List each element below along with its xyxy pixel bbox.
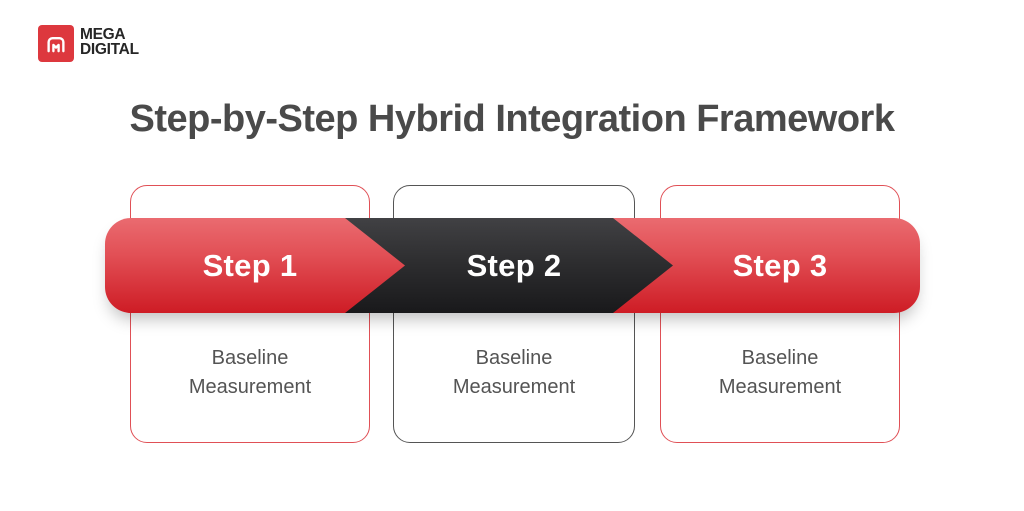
arrow-band: Step 1 Step 2 Step 3 [105,218,920,313]
brand-logo: MEGA DIGITAL [38,25,139,62]
mega-digital-logo-icon [38,25,74,62]
page-title: Step-by-Step Hybrid Integration Framewor… [129,98,895,140]
brand-name-line2: DIGITAL [80,41,139,58]
step-1-label: Step 1 [202,247,298,283]
step-3-label: Step 3 [732,247,828,283]
brand-name-line1: MEGA [80,26,126,43]
step-2-description: Baseline Measurement [452,347,576,398]
brand-name: MEGA DIGITAL [80,25,139,58]
step-2-label: Step 2 [466,247,562,283]
step-3-description: Baseline Measurement [718,347,842,398]
step-1-description: Baseline Measurement [188,347,312,398]
